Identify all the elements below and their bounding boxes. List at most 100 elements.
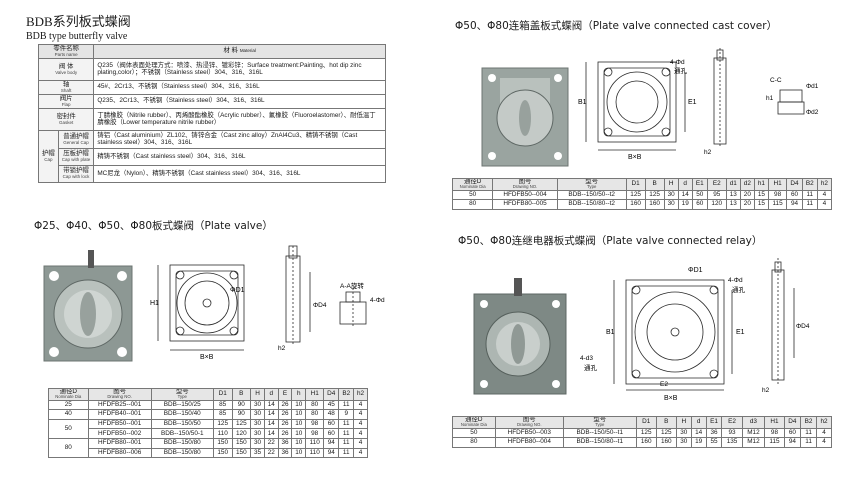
table-cell: 11 xyxy=(800,427,818,439)
table-cell: 45 xyxy=(323,399,340,411)
table-cell: HFDFB25--001 xyxy=(87,399,152,411)
table-cell: 85 xyxy=(212,399,233,411)
table-cell: 55 xyxy=(705,437,723,448)
table-cell: HFDFB80--001 xyxy=(87,438,152,449)
table-cell: 14 xyxy=(677,189,693,201)
table-cell: 30 xyxy=(250,438,265,449)
dim-h1: H1 xyxy=(150,300,159,307)
column-header: D1 xyxy=(212,388,233,401)
table-cell: 4 xyxy=(353,438,368,449)
table-cell: 26 xyxy=(277,428,293,440)
table-cell: 85 xyxy=(212,409,233,420)
table-cell: M12 xyxy=(741,427,766,439)
table-cell: 14 xyxy=(263,428,279,440)
table-cell: 110 xyxy=(305,438,325,449)
table-cell: 90 xyxy=(231,399,252,411)
column-header: E1 xyxy=(705,416,723,429)
table-cell: 14 xyxy=(263,418,279,430)
column-header: B2 xyxy=(800,416,818,429)
table-cell: 90 xyxy=(231,409,252,420)
table-cell: 98 xyxy=(764,427,785,439)
dim-bxb: B×B xyxy=(664,395,678,402)
table-cell: 50 xyxy=(452,427,496,439)
column-header: h2 xyxy=(816,416,832,429)
section-title-plate: Φ25、Φ40、Φ50、Φ80板式蝶阀（Plate valve） xyxy=(34,220,273,232)
table-cell: 36 xyxy=(277,438,293,449)
table-cell: 93 xyxy=(721,427,743,439)
table-cell: 125 xyxy=(231,418,252,430)
table-cell: 60 xyxy=(691,199,708,210)
table-cell: 4 xyxy=(816,427,832,439)
dim-h1: h1 xyxy=(766,95,774,102)
column-header: h1 xyxy=(753,178,769,191)
column-header: h2 xyxy=(816,178,833,191)
table-cell: 36 xyxy=(277,447,293,459)
table-cell: BDB--150/25 xyxy=(150,399,214,411)
table-cell: BDB--150/50-1 xyxy=(150,428,214,440)
table-cell: 94 xyxy=(783,437,802,448)
page-subtitle: BDB type butterfly valve xyxy=(26,31,128,42)
table-cell: 9 xyxy=(338,409,355,420)
column-header: H xyxy=(675,416,692,429)
dim-4d: 4-Φd xyxy=(370,297,385,304)
table-cell: 14 xyxy=(263,409,279,420)
section-title-relay: Φ50、Φ80连继电器板式蝶阀（Plate valve connected re… xyxy=(458,235,763,247)
table-cell: HFDFB80--004 xyxy=(494,437,564,448)
table-cell: 94 xyxy=(786,199,803,210)
column-header: H xyxy=(250,388,265,401)
table-cell: 20 xyxy=(739,189,755,201)
detail-label-aa: A-A旋转 xyxy=(340,281,364,290)
dim-h2: h2 xyxy=(704,149,712,156)
table-cell: 150 xyxy=(212,447,233,459)
table-cell: 80 xyxy=(305,409,325,420)
table-cell: BDB--150/80 xyxy=(150,447,214,459)
table-cell: 98 xyxy=(767,189,788,201)
table-cell: 160 xyxy=(625,199,646,210)
column-header: B xyxy=(644,178,665,191)
table-cell: HFDFB40--001 xyxy=(87,409,152,420)
column-header: d2 xyxy=(739,178,755,191)
table-cell: 4 xyxy=(816,189,833,201)
table-cell: 94 xyxy=(323,438,340,449)
cover-valve-photo xyxy=(481,67,569,167)
table-cell: 11 xyxy=(800,437,818,448)
column-header: D4 xyxy=(783,416,802,429)
table-cell: 60 xyxy=(783,427,802,439)
dim-bxb: B×B xyxy=(200,354,214,361)
table-cell: 36 xyxy=(705,427,723,439)
column-header: H1 xyxy=(305,388,325,401)
table-cell: HFDFB50--003 xyxy=(494,427,564,439)
table-cell: 19 xyxy=(690,437,707,448)
table-cell: 11 xyxy=(338,438,355,449)
dim-4d: 4-Φd xyxy=(728,277,743,284)
table-cell: HFDFB80--005 xyxy=(492,199,558,210)
column-header: d xyxy=(677,178,693,191)
table-cell: M12 xyxy=(741,437,766,448)
plate-valve-photo xyxy=(43,250,133,362)
table-cell: 10 xyxy=(291,428,307,440)
dim-b1: B1 xyxy=(606,329,615,336)
table-cell: 150 xyxy=(231,438,252,449)
table-cell: 11 xyxy=(801,189,818,201)
column-header: B xyxy=(231,388,252,401)
dim-through-hole: 通孔 xyxy=(732,285,746,294)
dim-phi-d1: Φd1 xyxy=(806,83,819,90)
column-header: E1 xyxy=(691,178,708,191)
table-cell: 150 xyxy=(231,447,252,459)
table-cell: 10 xyxy=(291,409,307,420)
table-cell: 94 xyxy=(323,447,340,459)
dim-through-hole-2: 通孔 xyxy=(584,363,598,372)
table-cell: 60 xyxy=(323,418,340,430)
table-cell: 110 xyxy=(212,428,233,440)
table-cell: 30 xyxy=(663,189,679,201)
